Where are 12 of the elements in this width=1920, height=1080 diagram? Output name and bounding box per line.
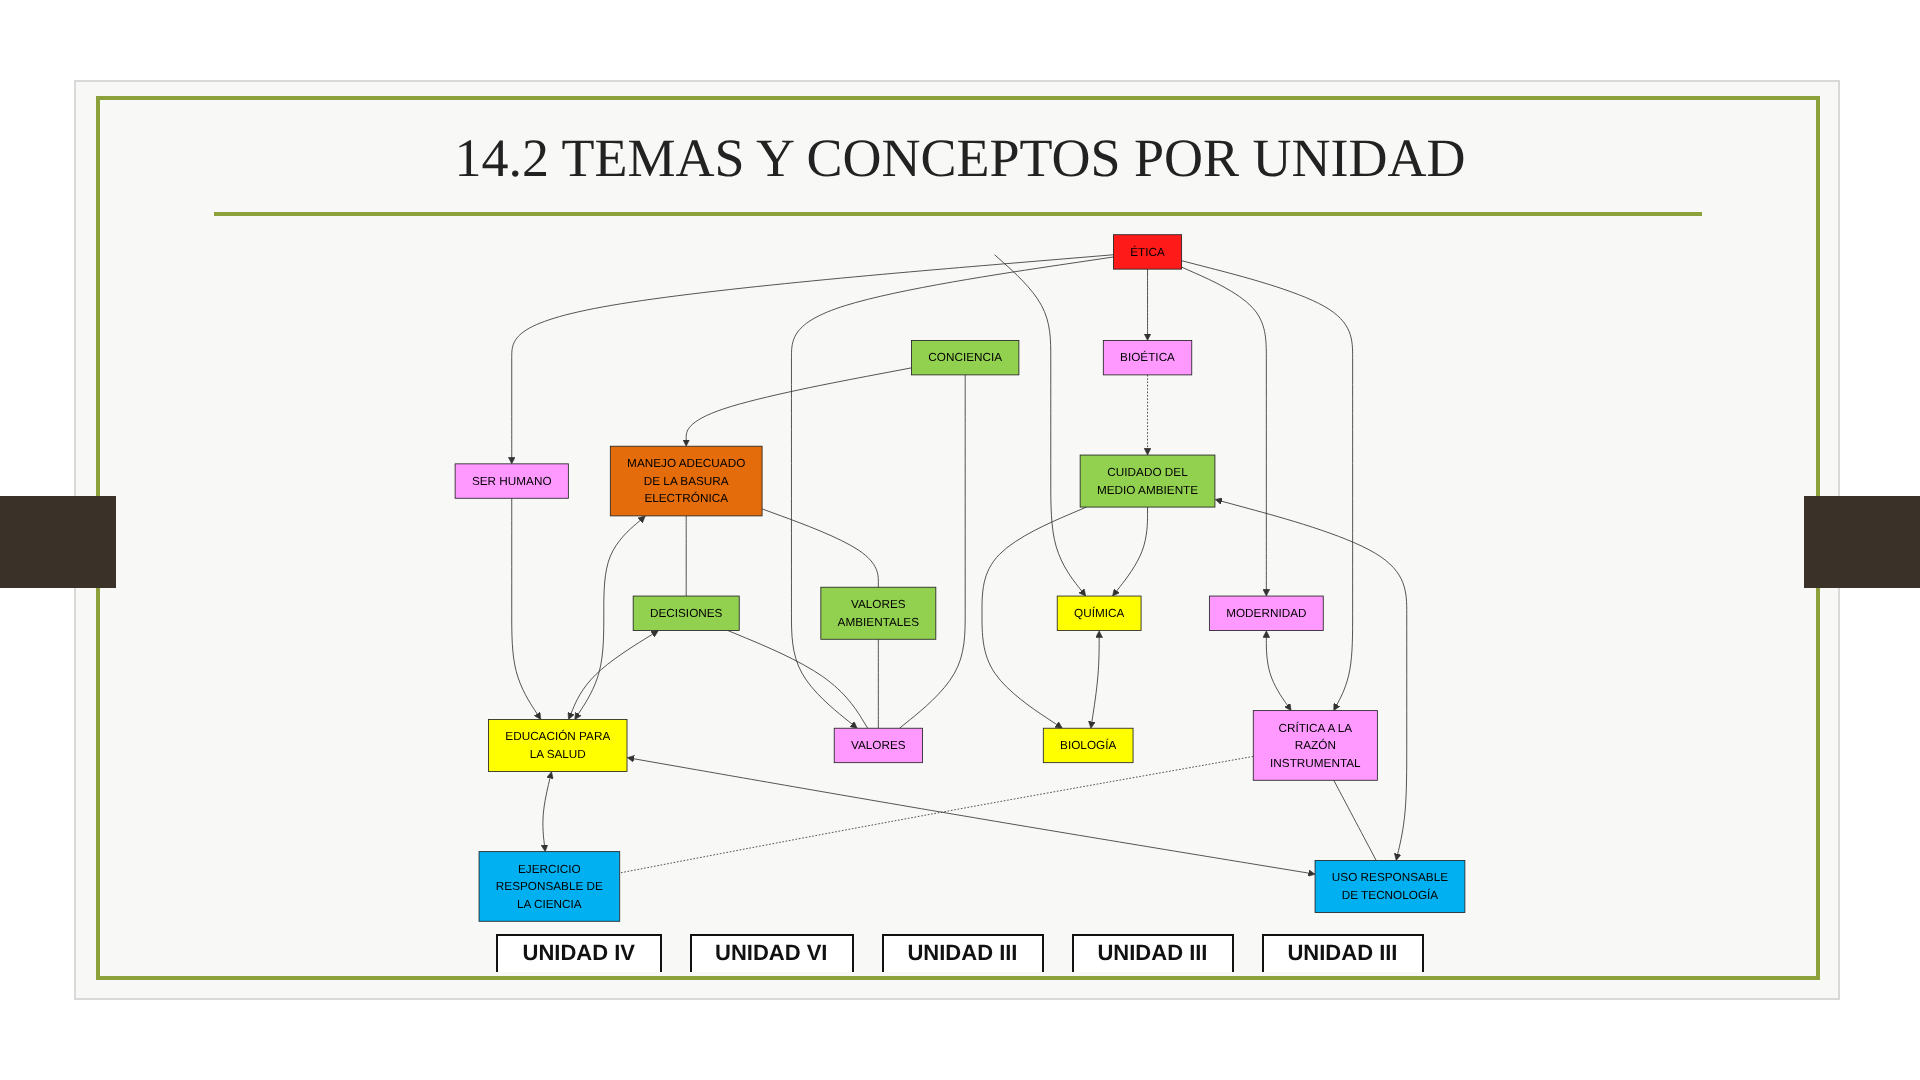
connector	[727, 630, 869, 729]
unit-label: UNIDAD III	[1261, 934, 1424, 972]
connector	[899, 374, 966, 729]
unit-label: UNIDAD III	[881, 934, 1044, 972]
unit-label: UNIDAD III	[1071, 934, 1234, 972]
connector	[761, 508, 879, 588]
slide-title: 14.2 TEMAS Y CONCEPTOS POR UNIDAD	[452, 126, 1468, 192]
unit-label: UNIDAD IV	[496, 934, 661, 972]
connector	[1333, 779, 1377, 861]
connector	[877, 638, 879, 729]
connector	[685, 515, 687, 597]
unit-label: UNIDAD VI	[689, 934, 854, 972]
